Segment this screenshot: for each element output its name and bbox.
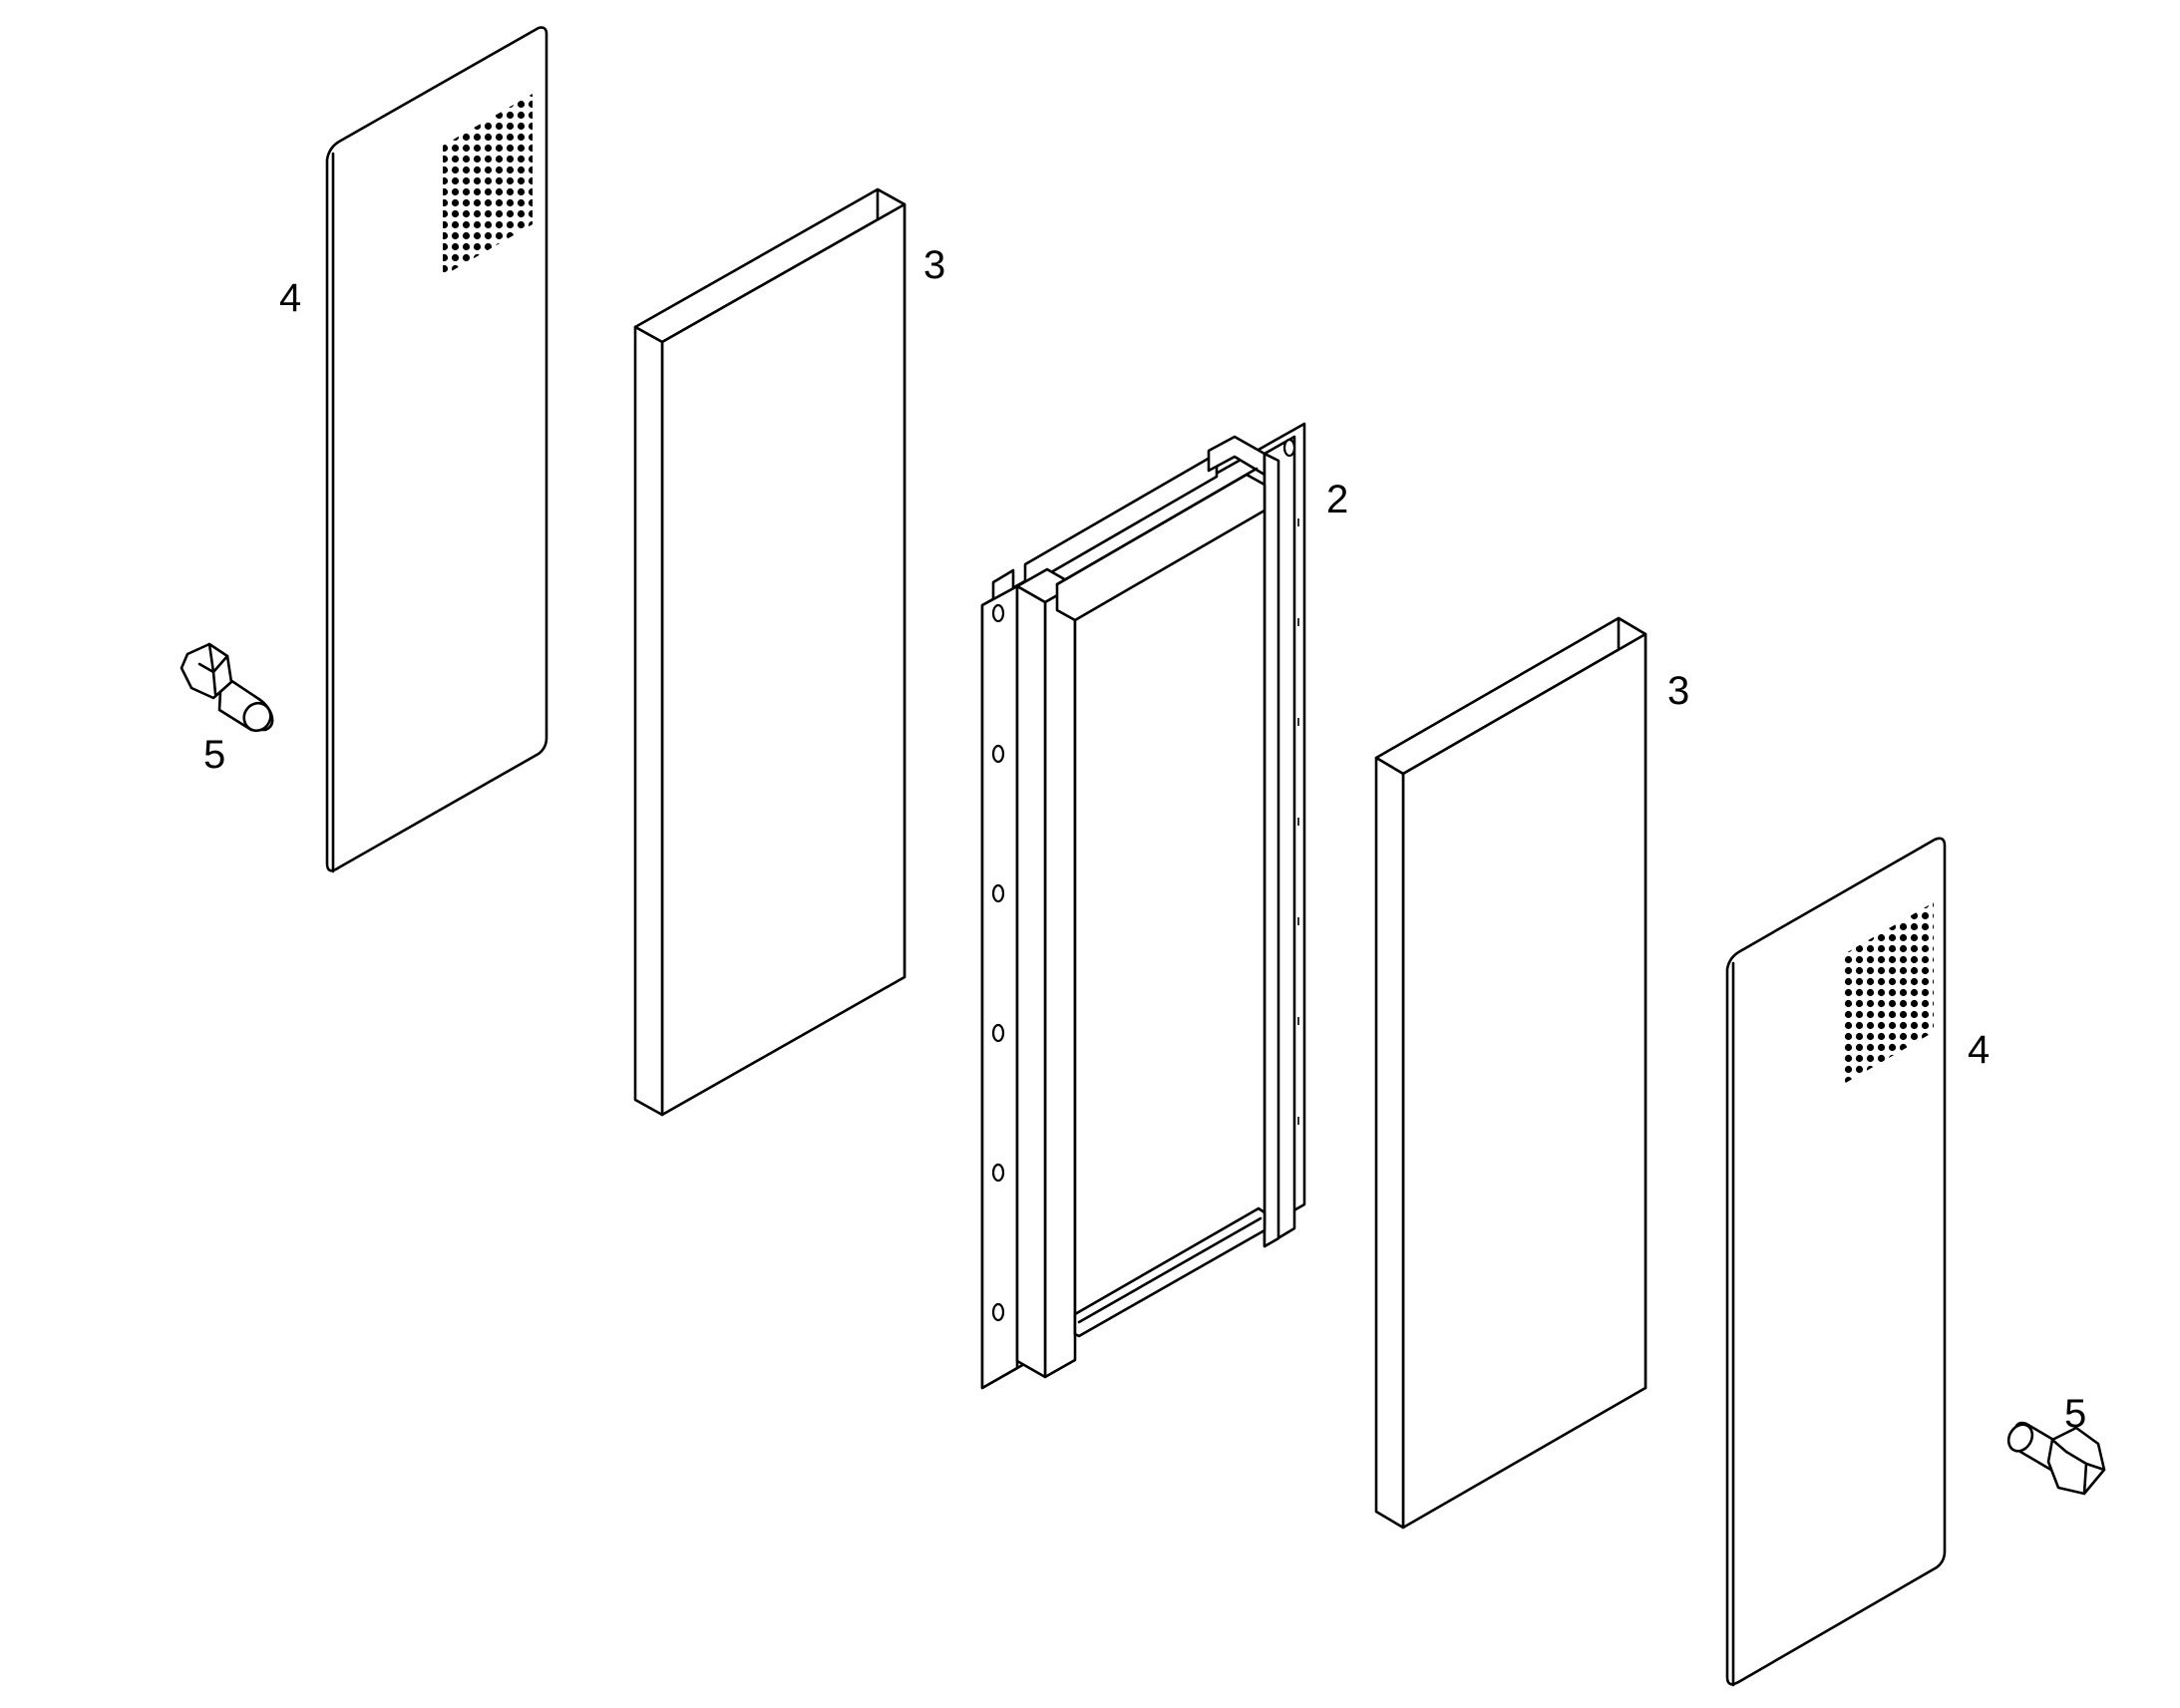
callout-part-3-lower: 3 [1667,669,1689,713]
cover-panel-lower [1725,837,1947,1687]
mounting-holes [991,438,1296,1322]
cushion-panel-lower [1374,616,1647,1530]
cushion-panel-upper [633,187,907,1117]
callout-part-4-lower: 4 [1968,1028,1990,1072]
hex-bolt-lower [2006,1421,2106,1496]
callout-part-5-upper: 5 [203,733,225,777]
callout-part-2: 2 [1326,478,1348,521]
callout-part-5-lower: 5 [2064,1392,2086,1436]
callout-part-4-upper: 4 [279,276,301,320]
hex-bolt-upper [180,642,274,733]
frame-assembly [980,422,1306,1390]
cover-panel-upper [325,26,548,873]
callout-part-3-upper: 3 [923,243,945,287]
